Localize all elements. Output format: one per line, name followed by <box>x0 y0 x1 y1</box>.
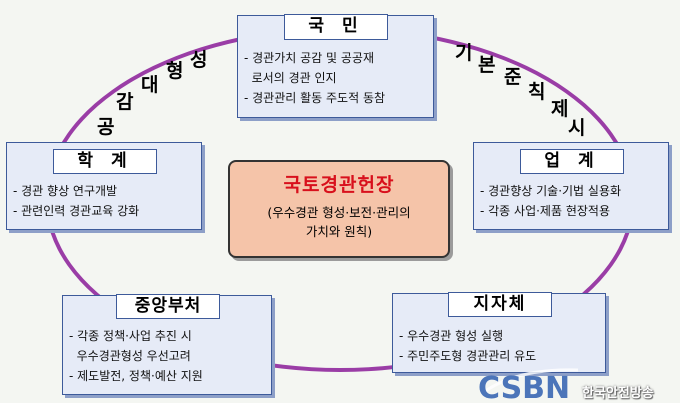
arc-left-char: 감 <box>116 91 134 113</box>
arc-right-char: 칙 <box>528 81 546 103</box>
arc-left-char: 공 <box>97 116 115 138</box>
ministry-line: - 제도발전, 정책·예산 지원 <box>69 369 203 383</box>
academia-line: - 경관 향상 연구개발 <box>13 184 118 198</box>
arc-right-char: 기 <box>455 42 473 64</box>
watermark-text: 한국안전방송 <box>582 386 654 401</box>
citizen-line: - 경관관리 활동 주도적 동참 <box>244 91 386 105</box>
local-lines: - 우수경관 형성 실행 - 주민주도형 경관관리 유도 <box>399 326 599 366</box>
ministry-line: - 각종 정책·사업 추진 시 <box>69 329 192 343</box>
industry-line: - 경관향상 기술·기법 실용화 <box>480 184 622 198</box>
arc-left-char: 형 <box>166 60 184 82</box>
ministry-box: 중앙부처 - 각종 정책·사업 추진 시 우수경관형성 우선고려 - 제도발전,… <box>62 294 272 395</box>
center-sub-line: (우수경관 형성·보전·관리의 <box>267 205 411 220</box>
center-sub-line: 가치와 원칙) <box>305 224 373 239</box>
citizen-title: 국 민 <box>284 14 388 40</box>
arc-right-char: 본 <box>478 54 496 76</box>
citizen-line: 로서의 경관 인지 <box>244 71 337 85</box>
center-title: 국토경관헌장 <box>283 174 395 196</box>
local-box: 지자체 - 우수경관 형성 실행 - 주민주도형 경관관리 유도 <box>392 292 606 373</box>
academia-title: 학 계 <box>53 149 157 174</box>
citizen-box: 국 민 - 경관가치 공감 및 공공재 로서의 경관 인지 - 경관관리 활동 … <box>237 14 434 118</box>
national-landscape-charter: 국토경관헌장 (우수경관 형성·보전·관리의 가치와 원칙) <box>228 160 450 258</box>
csbn-logo: CSBN <box>478 368 579 402</box>
academia-lines: - 경관 향상 연구개발 - 관련인력 경관교육 강화 <box>13 181 195 221</box>
industry-lines: - 경관향상 기술·기법 실용화 - 각종 사업·제품 현장적용 <box>480 181 662 221</box>
local-line: - 우수경관 형성 실행 <box>399 329 504 343</box>
arc-left-char: 대 <box>141 74 159 96</box>
ministry-line: 우수경관형성 우선고려 <box>69 349 191 363</box>
csbn-logo-text: CSBN <box>478 371 570 402</box>
industry-line: - 각종 사업·제품 현장적용 <box>480 204 610 218</box>
local-line: - 주민주도형 경관관리 유도 <box>399 349 537 363</box>
academia-line: - 관련인력 경관교육 강화 <box>13 204 140 218</box>
citizen-lines: - 경관가치 공감 및 공공재 로서의 경관 인지 - 경관관리 활동 주도적 … <box>244 48 427 108</box>
academia-box: 학 계 - 경관 향상 연구개발 - 관련인력 경관교육 강화 <box>6 142 202 230</box>
arc-right-char: 준 <box>504 66 522 88</box>
ministry-lines: - 각종 정책·사업 추진 시 우수경관형성 우선고려 - 제도발전, 정책·예… <box>69 326 265 386</box>
industry-box: 업 계 - 경관향상 기술·기법 실용화 - 각종 사업·제품 현장적용 <box>473 142 669 230</box>
center-subtitle: (우수경관 형성·보전·관리의 가치와 원칙) <box>230 203 448 241</box>
local-title: 지자체 <box>448 292 552 317</box>
arc-right-char: 제 <box>551 98 569 120</box>
arc-left-char: 성 <box>190 49 208 71</box>
citizen-line: - 경관가치 공감 및 공공재 <box>244 51 374 65</box>
ministry-title: 중앙부처 <box>116 294 220 319</box>
arc-right-char: 시 <box>568 117 586 139</box>
industry-title: 업 계 <box>520 149 624 174</box>
